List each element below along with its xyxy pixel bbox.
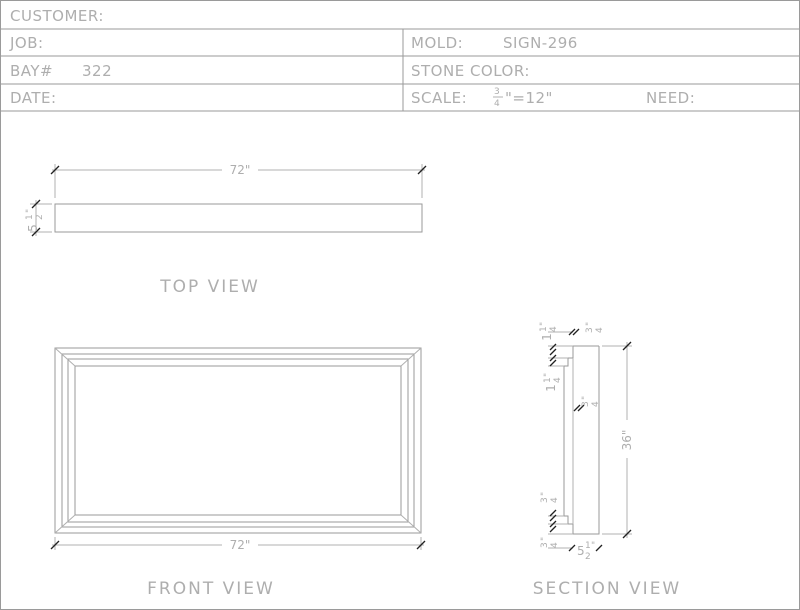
- scale-fraction-num: 3: [494, 87, 500, 97]
- need-label: NEED:: [646, 89, 695, 107]
- section-bottom-step-num: 3: [540, 497, 550, 503]
- top-view-width-dim: 72": [230, 163, 251, 177]
- bay-label: BAY#: [10, 62, 53, 80]
- front-view-width-dim: 72": [230, 538, 251, 552]
- section-top-mid-den: 4: [553, 377, 563, 383]
- scale-label: SCALE:: [411, 89, 467, 107]
- section-depth-whole: 5: [577, 544, 585, 558]
- front-view-inner-panel: [74, 365, 402, 516]
- section-top-lip-den: 4: [595, 327, 605, 333]
- top-view-depth-unit: ": [25, 209, 35, 213]
- section-height-dim: 36": [620, 430, 634, 451]
- front-view-outer-frame: [54, 347, 422, 534]
- section-view-title: SECTION VIEW: [533, 579, 682, 599]
- front-view-title: FRONT VIEW: [147, 579, 275, 599]
- section-top-step-whole: 1: [540, 333, 554, 341]
- scale-fraction-den: 4: [494, 99, 500, 109]
- customer-label: CUSTOMER:: [10, 7, 104, 25]
- top-view-depth-whole: 5: [26, 224, 40, 232]
- top-view-depth-den: 2: [35, 214, 45, 220]
- section-top-lip-unit: ": [585, 322, 595, 326]
- date-label: DATE:: [10, 89, 57, 107]
- top-view-depth-num: 1: [25, 214, 35, 220]
- section-bottom-lip-num: 3: [540, 542, 550, 548]
- section-depth-num: 1: [585, 541, 591, 551]
- section-mid-unit: ": [581, 396, 591, 400]
- section-top-step-num: 1: [539, 326, 549, 332]
- section-mid-num: 3: [581, 401, 591, 407]
- stone-color-label: STONE COLOR:: [411, 62, 530, 80]
- section-top-mid-unit: ": [543, 373, 553, 377]
- section-bottom-lip-unit: ": [540, 537, 550, 541]
- scale-value: "=12": [505, 89, 553, 107]
- bay-value: 322: [82, 62, 112, 80]
- section-top-mid-num: 1: [543, 377, 553, 383]
- job-label: JOB:: [9, 34, 44, 52]
- section-bottom-lip-den: 4: [550, 542, 560, 548]
- section-bottom-step-den: 4: [550, 497, 560, 503]
- top-view-title: TOP VIEW: [159, 277, 260, 297]
- section-view: 36" 1 1 4 " 3 4 " 1 1 4 ": [533, 322, 682, 599]
- front-view-frame-step-1: [61, 353, 415, 528]
- mold-value: SIGN-296: [503, 34, 578, 52]
- mold-label: MOLD:: [411, 34, 463, 52]
- section-bottom-step-unit: ": [540, 492, 550, 496]
- section-depth-den: 2: [585, 552, 591, 562]
- section-top-mid-whole: 1: [544, 384, 558, 392]
- front-view: 72" FRONT VIEW: [50, 347, 426, 599]
- section-depth-unit: ": [591, 541, 595, 551]
- top-view-outline: [54, 203, 423, 233]
- top-view: 72" 5 1 2 " TOP VIEW: [25, 163, 427, 297]
- front-view-frame-step-2: [67, 358, 409, 523]
- section-top-lip-num: 3: [585, 327, 595, 333]
- section-profile: [563, 345, 600, 535]
- section-mid-den: 4: [591, 401, 601, 407]
- section-top-step-unit: ": [539, 322, 549, 326]
- section-top-step-den: 4: [549, 326, 559, 332]
